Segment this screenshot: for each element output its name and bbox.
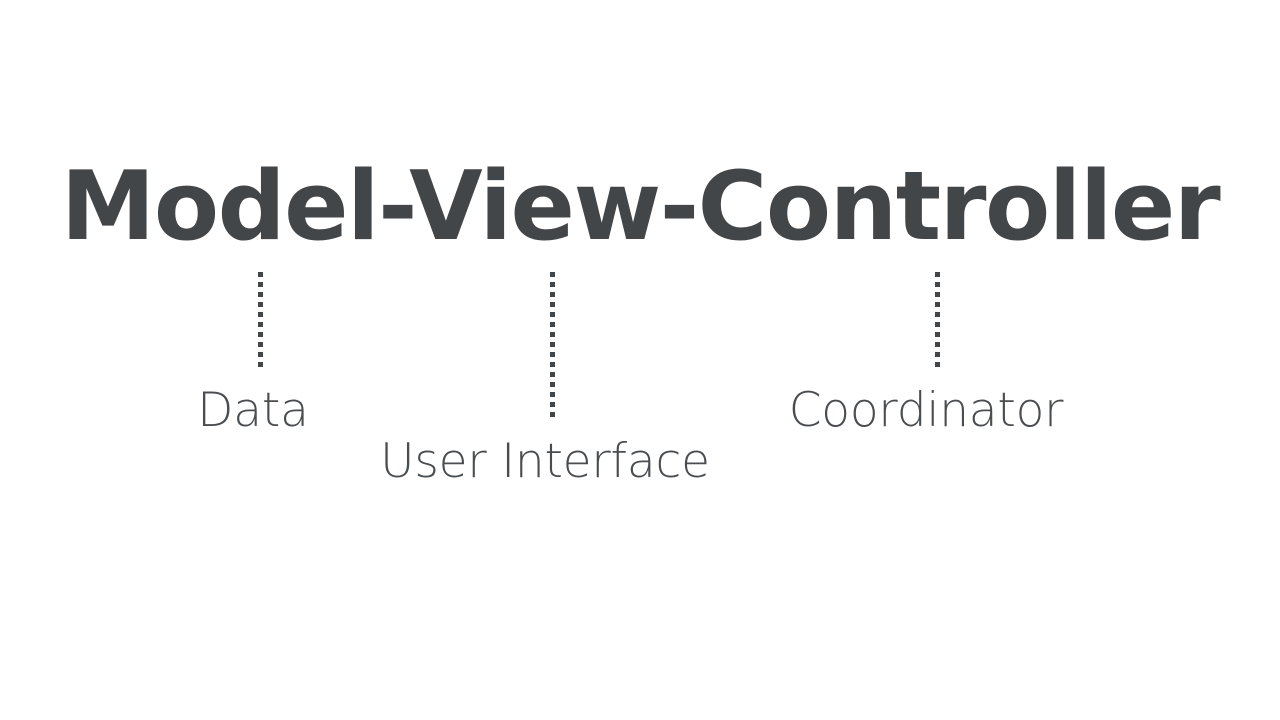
connector-line-model xyxy=(258,272,263,367)
label-controller-coordinator: Coordinator xyxy=(788,383,1064,438)
connector-line-view xyxy=(550,272,555,417)
label-model-data: Data xyxy=(197,383,309,438)
connector-line-controller xyxy=(935,272,940,367)
page-title: Model-View-Controller xyxy=(60,152,1221,262)
label-view-user-interface: User Interface xyxy=(380,434,710,489)
